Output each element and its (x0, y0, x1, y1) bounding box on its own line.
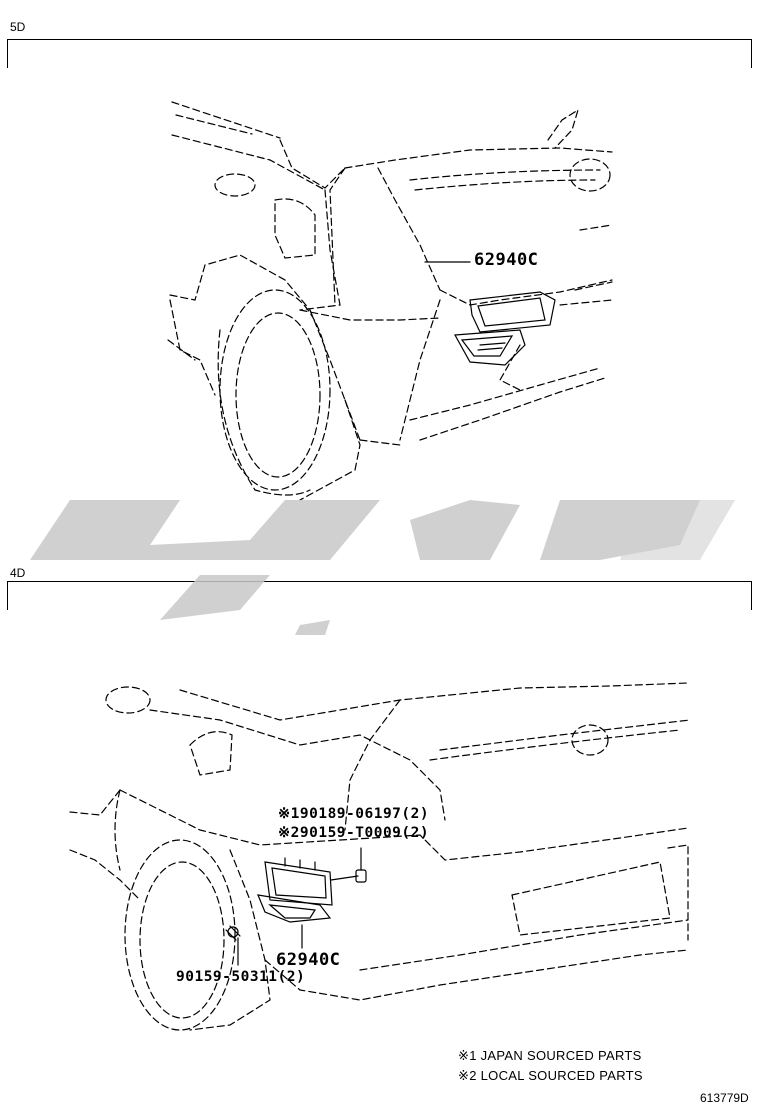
callout-4d-90159-50311: 90159-50311(2) (176, 969, 306, 985)
callout-4d-62940c: 62940C (276, 950, 341, 970)
callout-4d-90159-t0009: ※290159-T0009(2) (278, 825, 430, 841)
callout-5d-62940c: 62940C (474, 250, 539, 270)
reflector-part-4d (257, 857, 333, 923)
fasteners-4d (225, 869, 367, 941)
car-body-5d (167, 101, 613, 501)
note-local-sourced: ※2 LOCAL SOURCED PARTS (458, 1068, 643, 1083)
section-label-5d: 5D (10, 20, 26, 34)
reflector-part-5d (454, 291, 556, 366)
callout-4d-90189-06197: ※190189-06197(2) (278, 806, 430, 822)
car-body-4d (69, 682, 691, 1031)
drawing-number: 613779D (700, 1091, 749, 1105)
section-frame-5d (7, 39, 752, 68)
section-frame-4d (7, 581, 752, 610)
section-label-4d: 4D (10, 566, 26, 580)
note-japan-sourced: ※1 JAPAN SOURCED PARTS (458, 1048, 642, 1063)
